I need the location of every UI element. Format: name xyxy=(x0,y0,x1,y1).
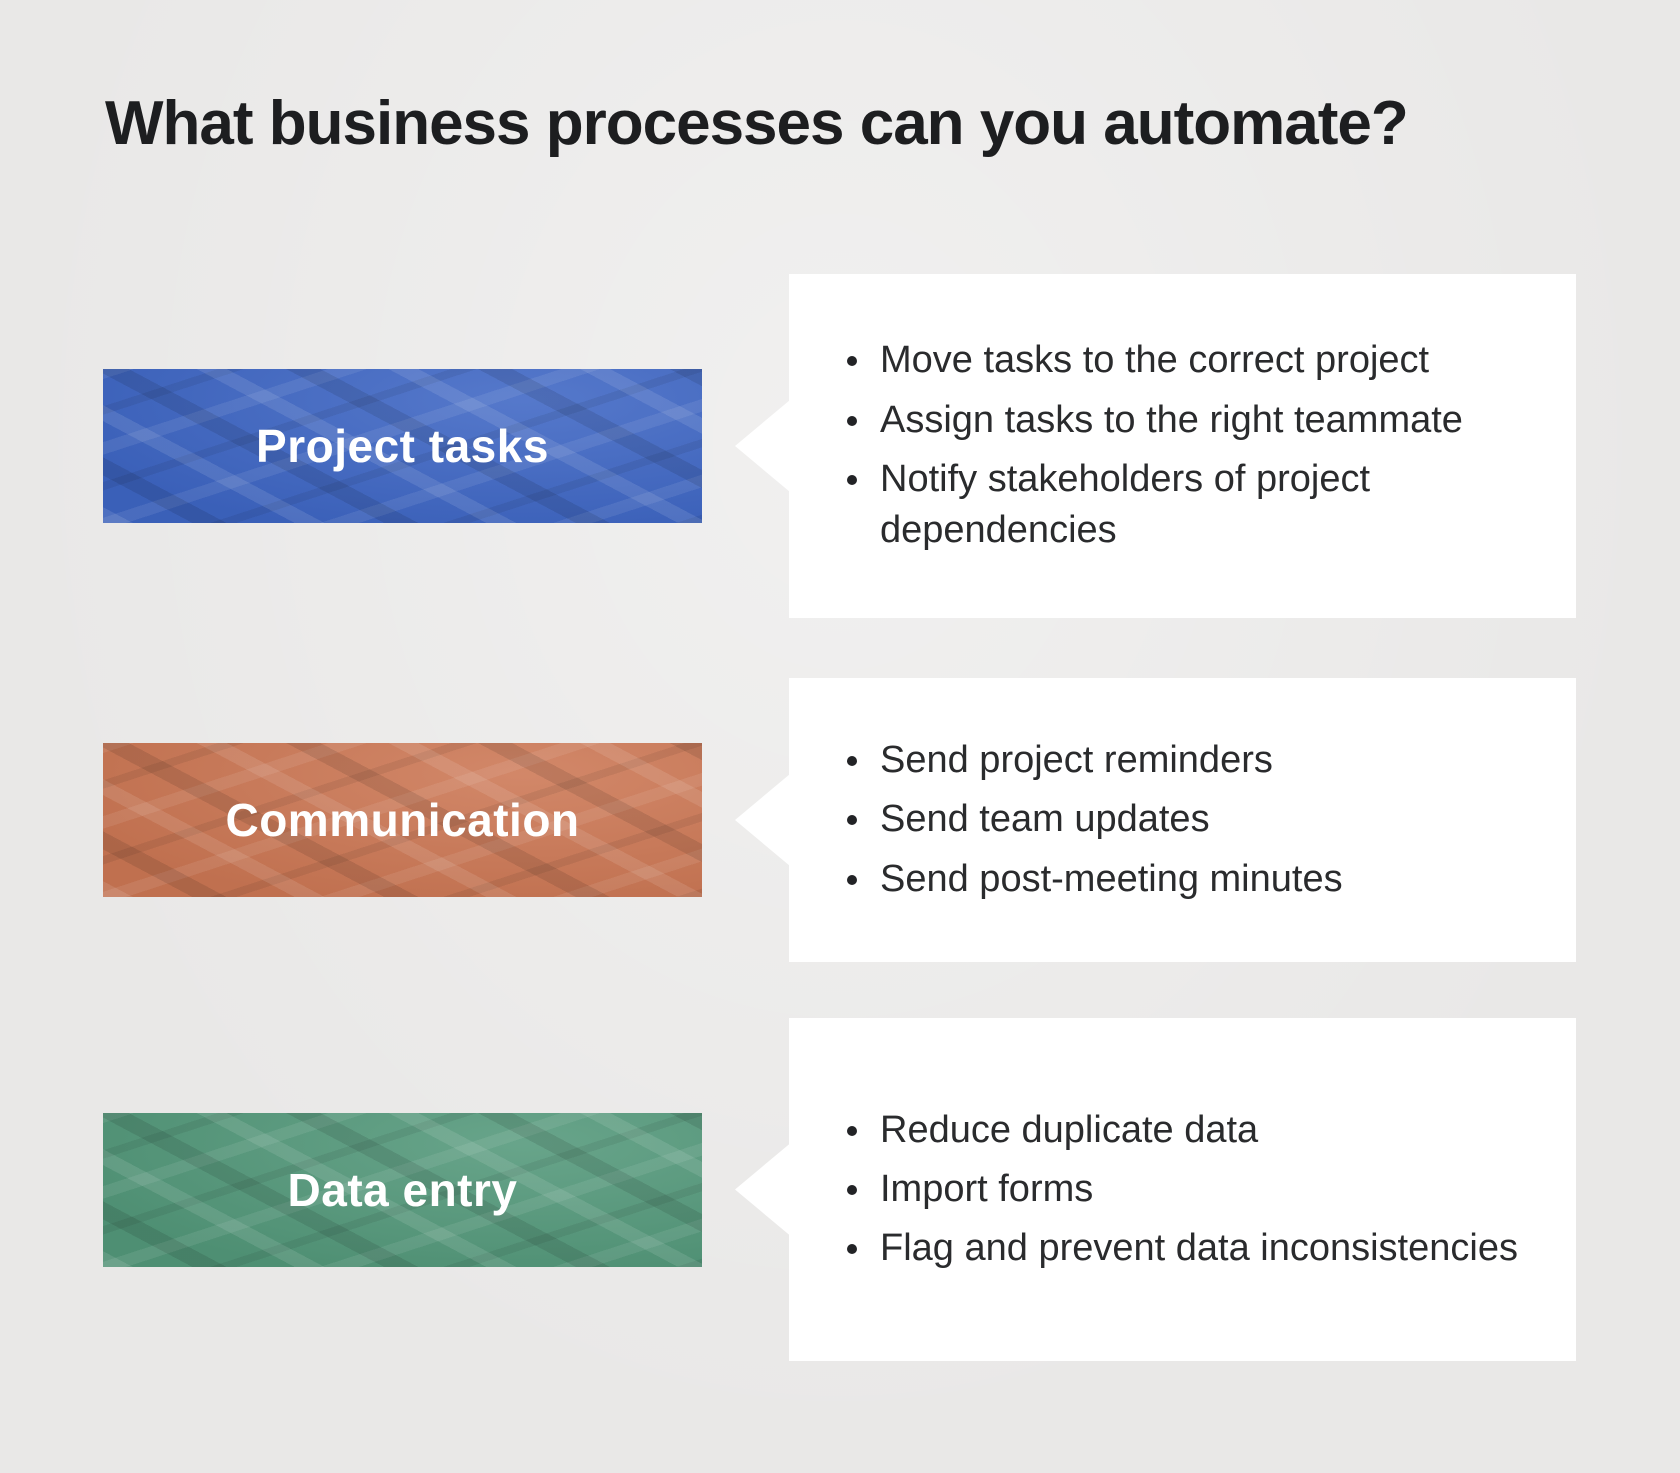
bullet-item: Send post-meeting minutes xyxy=(845,854,1518,905)
category-label-data-entry: Data entry xyxy=(287,1164,518,1216)
category-label-project-tasks: Project tasks xyxy=(256,420,549,472)
bullet-item: Send project reminders xyxy=(845,735,1518,786)
callout-box-communication: Send project reminders Send team updates… xyxy=(735,678,1576,962)
bullet-item: Reduce duplicate data xyxy=(845,1105,1518,1156)
infographic-title: What business processes can you automate… xyxy=(105,89,1409,158)
bullet-list-data-entry: Reduce duplicate data Import forms Flag … xyxy=(789,1097,1576,1283)
bullet-item: Send team updates xyxy=(845,794,1518,845)
category-box-data-entry: Data entry xyxy=(103,1113,702,1267)
bullet-list-communication: Send project reminders Send team updates… xyxy=(789,727,1576,913)
bullet-item: Flag and prevent data inconsistencies xyxy=(845,1223,1518,1274)
bullet-item: Notify stakeholders of project dependenc… xyxy=(845,454,1518,557)
bullet-item: Move tasks to the correct project xyxy=(845,335,1518,386)
callout-left-arrow xyxy=(735,774,790,866)
bullet-item: Import forms xyxy=(845,1164,1518,1215)
category-box-communication: Communication xyxy=(103,743,702,897)
category-box-project-tasks: Project tasks xyxy=(103,369,702,523)
callout-left-arrow xyxy=(735,400,790,492)
bullet-item: Assign tasks to the right teammate xyxy=(845,395,1518,446)
callout-left-arrow xyxy=(735,1143,790,1236)
callout-box-data-entry: Reduce duplicate data Import forms Flag … xyxy=(735,1018,1576,1361)
callout-box-project-tasks: Move tasks to the correct project Assign… xyxy=(735,274,1576,618)
bullet-list-project-tasks: Move tasks to the correct project Assign… xyxy=(789,327,1576,564)
category-label-communication: Communication xyxy=(225,794,580,846)
